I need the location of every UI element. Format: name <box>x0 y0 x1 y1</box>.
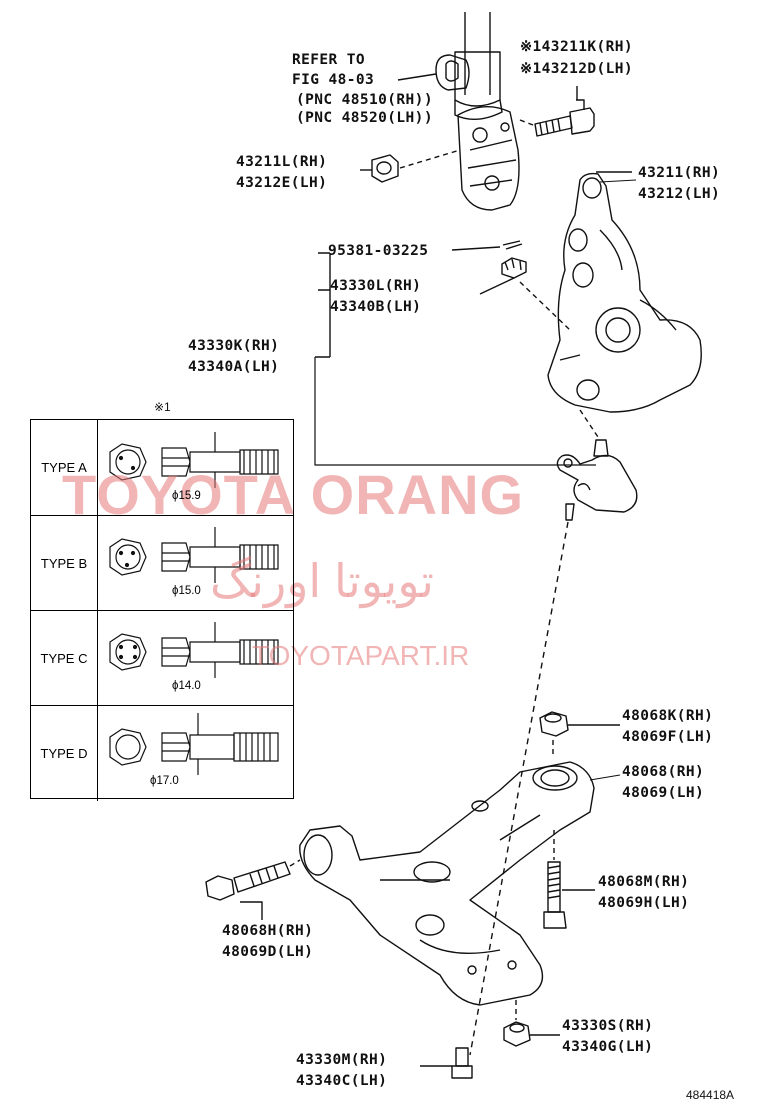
label-arm-nut-rh: 48068K(RH) <box>622 708 714 724</box>
type-label: TYPE D <box>31 706 98 801</box>
diameter-label: ϕ15.0 <box>172 585 201 597</box>
strut-assembly <box>454 12 520 211</box>
label-bj-nut-bottom-rh: 43330S(RH) <box>562 1018 654 1034</box>
horizontal-bolt-shape <box>205 859 301 920</box>
label-nut-top-rh: 43211L(RH) <box>236 154 328 170</box>
top-nut-shape <box>360 149 461 183</box>
refer-line-2: FIG 48-03 <box>292 72 375 88</box>
label-arm-bolt-v-rh: 48068M(RH) <box>598 874 690 890</box>
label-arm-bolt-h-rh: 48068H(RH) <box>222 923 314 939</box>
table-row: TYPE B <box>31 515 293 611</box>
label-ball-joint-rh: 43330K(RH) <box>188 338 280 354</box>
table-row: TYPE C <box>31 610 293 706</box>
watermark-url: TOYOTAPART.IR <box>252 640 470 671</box>
bottom-bolt-shape <box>420 1047 473 1079</box>
diameter-label: ϕ17.0 <box>150 775 179 787</box>
refer-line-1: REFER TO <box>292 52 366 68</box>
label-bj-nut-bottom-lh: 43340G(LH) <box>562 1039 654 1055</box>
label-ball-nut-lh: 43340B(LH) <box>330 299 422 315</box>
label-cotter-pin: 95381-03225 <box>328 243 429 259</box>
label-arm-bolt-h-lh: 48069D(LH) <box>222 944 314 960</box>
label-bolt-top-rh: ※143211K(RH) <box>520 39 633 55</box>
castle-nut-shape <box>451 240 601 441</box>
label-lower-arm-rh: 48068(RH) <box>622 764 705 780</box>
illustration-code: 484418A <box>686 1088 735 1102</box>
diameter-label: ϕ14.0 <box>172 680 201 692</box>
label-ball-nut-rh: 43330L(RH) <box>330 278 422 294</box>
vertical-bolt-shape <box>543 830 595 929</box>
watermark-persian: تویوتا اورنگ <box>210 555 434 607</box>
bottom-nut-shape <box>503 1000 560 1047</box>
ball-joint-shape <box>314 252 638 1056</box>
stabilizer-link-bracket <box>397 54 470 91</box>
label-arm-bolt-v-lh: 48069H(LH) <box>598 895 690 911</box>
leader-lines <box>589 179 637 781</box>
bolt-type-illustrations <box>109 432 279 775</box>
label-arm-nut-lh: 48069F(LH) <box>622 729 714 745</box>
label-bj-bolt-bottom-rh: 43330M(RH) <box>296 1052 388 1068</box>
label-lower-arm-lh: 48069(LH) <box>622 785 705 801</box>
table-mark: ※1 <box>154 400 171 414</box>
label-knuckle-rh: 43211(RH) <box>638 165 721 181</box>
type-label: TYPE C <box>31 611 98 706</box>
label-knuckle-lh: 43212(LH) <box>638 186 721 202</box>
refer-line-4: (PNC 48520(LH)) <box>296 110 433 126</box>
label-ball-joint-lh: 43340A(LH) <box>188 359 280 375</box>
type-label: TYPE B <box>31 516 98 611</box>
diameter-label: ϕ15.9 <box>172 490 201 502</box>
label-nut-top-lh: 43212E(LH) <box>236 175 328 191</box>
type-label: TYPE A <box>31 420 98 515</box>
bolt-type-table: TYPE A TYPE B TYPE C TYPE D <box>30 419 294 801</box>
table-row: TYPE A <box>31 420 293 515</box>
table-row: TYPE D <box>31 705 293 801</box>
arm-nut-shape <box>539 711 620 755</box>
label-bolt-top-lh: ※143212D(LH) <box>520 61 633 77</box>
top-bolt-shape <box>519 86 595 137</box>
steering-knuckle-shape <box>547 171 702 413</box>
lower-arm-shape <box>299 761 595 1006</box>
refer-line-3: (PNC 48510(RH)) <box>296 92 433 108</box>
label-bj-bolt-bottom-lh: 43340C(LH) <box>296 1073 388 1089</box>
